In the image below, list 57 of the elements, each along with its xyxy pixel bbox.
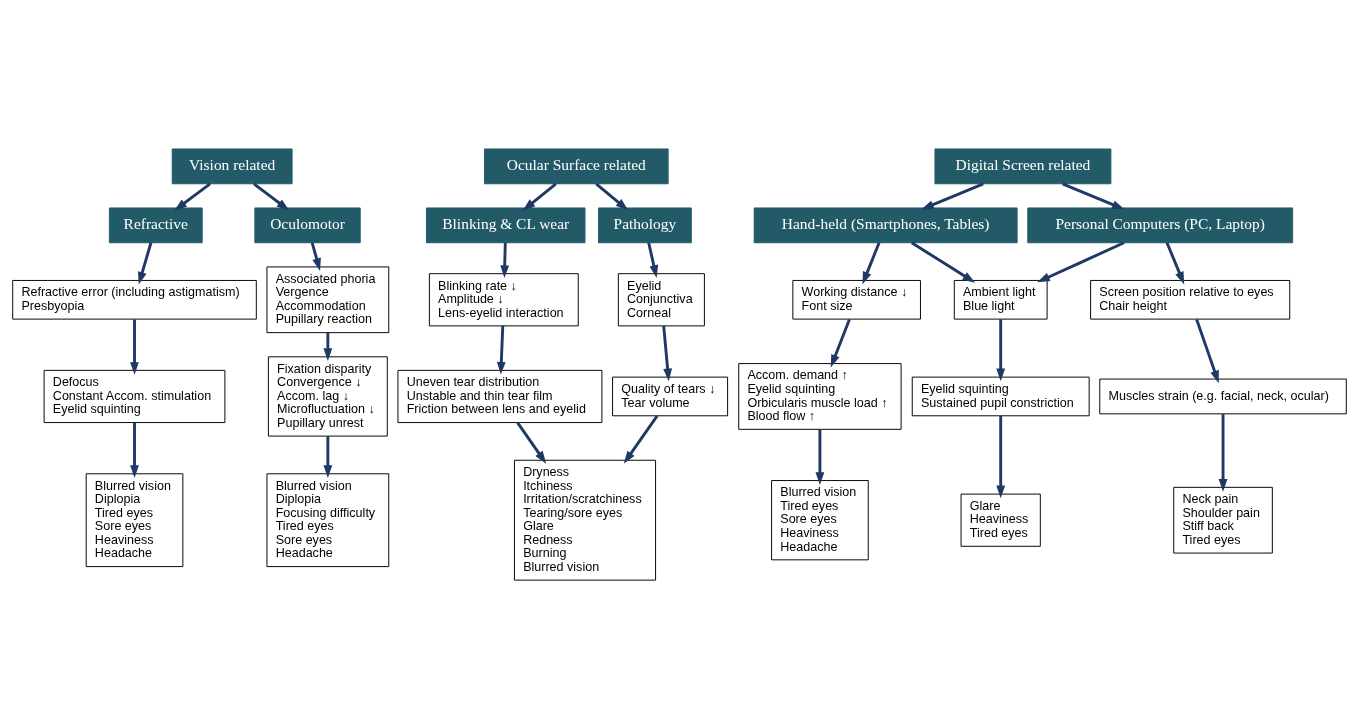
arrow: [1195, 318, 1219, 383]
arrow: [1218, 413, 1228, 492]
arrow: [253, 182, 290, 211]
arrow: [496, 325, 506, 375]
arrow: [862, 241, 881, 284]
arrow: [130, 422, 139, 478]
node-box: Associated phoria Vergence Accommodation Pupillary reaction: [266, 265, 390, 333]
arrow: [623, 414, 659, 464]
node-box: Working distance ↓ Font size: [792, 279, 921, 320]
arrow: [310, 241, 321, 271]
node-box: Ambient light Blue light: [953, 279, 1048, 320]
node-box: Ocular Surface related: [483, 148, 669, 184]
arrow: [1062, 182, 1125, 210]
node-box: Oculomotor: [254, 206, 361, 243]
arrow: [996, 318, 1006, 381]
arrow: [921, 182, 984, 210]
arrow: [1165, 241, 1185, 284]
node-box: Glare Heaviness Tired eyes: [960, 493, 1041, 547]
arrow: [174, 182, 211, 211]
arrow: [815, 428, 825, 485]
arrow: [830, 318, 851, 367]
node-box: Fixation disparity Convergence ↓ Accom. lag ↓ Microfluctuation ↓ Pupillary unrest: [267, 355, 388, 437]
arrow: [130, 318, 139, 375]
arrow: [516, 421, 547, 464]
arrow: [662, 325, 672, 381]
arrow: [500, 242, 510, 278]
arrow: [323, 435, 333, 478]
node-box: Quality of tears ↓ Tear volume: [612, 376, 729, 416]
node-box: Neck pain Shoulder pain Stiff back Tired eyes: [1173, 486, 1273, 554]
node-box: Eyelid squinting Sustained pupil constriction: [911, 376, 1090, 416]
arrow: [996, 415, 1006, 498]
node-box: Pathology: [598, 206, 692, 243]
arrow: [522, 182, 557, 211]
node-box: Blurred vision Diplopia Tired eyes Sore eyes Heaviness Headache: [85, 472, 184, 567]
node-box: Refractive error (including astigmatism) Presbyopia: [12, 279, 257, 320]
node-box: Vision related: [171, 148, 293, 184]
arrow: [323, 332, 333, 361]
node-box: Eyelid Conjunctiva Corneal: [617, 272, 705, 326]
node-box: Defocus Constant Accom. stimulation Eyelid squinting: [43, 369, 226, 423]
node-box: Blurred vision Diplopia Focusing difficulty Tired eyes Sore eyes Headache: [266, 472, 390, 567]
node-box: Personal Computers (PC, Laptop): [1027, 206, 1294, 243]
arrow: [138, 241, 153, 285]
node-box: Digital Screen related: [934, 148, 1112, 184]
node-box: Blinking & CL wear: [425, 206, 586, 243]
node-box: Blurred vision Tired eyes Sore eyes Heaviness Headache: [771, 479, 869, 560]
node-box: Screen position relative to eyes Chair height: [1090, 279, 1291, 320]
node-box: Dryness Itchiness Irritation/scratchiness Tearing/sore eyes Glare Redness Burning Blurred vision: [513, 459, 657, 581]
node-box: Hand-held (Smartphones, Tables): [753, 206, 1018, 243]
node-box: Refractive: [108, 206, 203, 243]
arrow: [911, 241, 976, 283]
arrow: [647, 241, 659, 278]
node-box: Muscles strain (e.g. facial, neck, ocular): [1099, 378, 1347, 414]
node-box: Blinking rate ↓ Amplitude ↓ Lens-eyelid interaction: [428, 272, 579, 326]
node-box: Uneven tear distribution Unstable and thin tear film Friction between lens and eyelid: [397, 369, 603, 423]
arrow: [595, 182, 629, 211]
node-box: Accom. demand ↑ Eyelid squinting Orbicularis muscle load ↑ Blood flow ↑: [738, 362, 902, 430]
arrow: [1037, 240, 1125, 282]
